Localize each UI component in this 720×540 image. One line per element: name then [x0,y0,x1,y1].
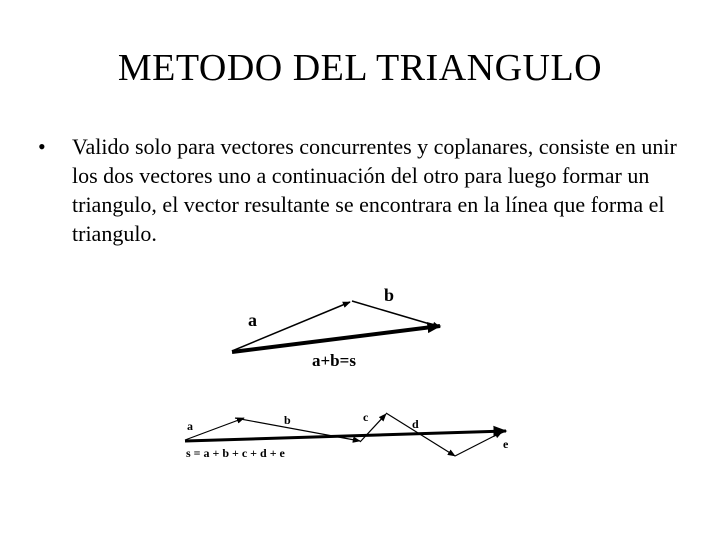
resultant-s-arrow [231,322,442,354]
vector-a-arrow [184,417,245,441]
label-c: c [363,410,369,424]
resultant-s-arrow [184,425,508,443]
vector-a-arrow [231,301,351,352]
figure-two-vectors: a b a+b=s [231,285,442,370]
figure-five-vectors: a b c d e s = a + b + c + d + e [184,410,509,460]
label-sum: a+b=s [312,351,356,370]
label-b: b [384,285,394,305]
slide-title: METODO DEL TRIANGULO [117,47,603,89]
label-a: a [248,310,257,330]
bullet-symbol: • [38,134,46,159]
label-a: a [187,419,193,433]
label-d: d [412,417,419,431]
bullet-text: Valido solo para vectores concurrentes y… [72,134,677,246]
vector-b-arrow [351,300,441,329]
label-sum: s = a + b + c + d + e [186,446,286,460]
vector-c-arrow [359,413,387,443]
vector-e-arrow [454,431,503,457]
label-e: e [503,437,509,451]
label-b: b [284,413,291,427]
